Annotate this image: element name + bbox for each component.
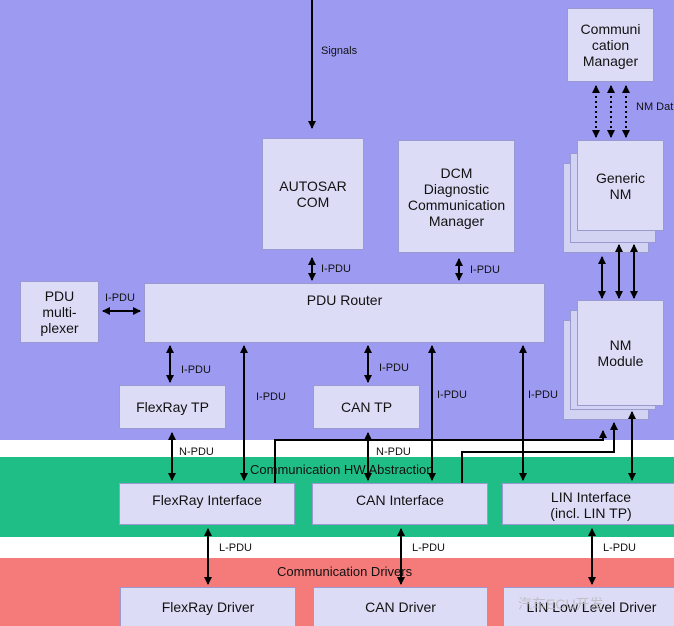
pdu-multiplexer-box: PDU multi- plexer — [20, 281, 99, 343]
nm-module-box: NM Module — [577, 300, 664, 406]
ipdu-flexray-if-label: I-PDU — [256, 391, 286, 403]
ipdu-mux-label: I-PDU — [105, 292, 135, 304]
communication-manager-box: Communi cation Manager — [567, 8, 654, 82]
ipdu-lin-if-label: I-PDU — [528, 389, 558, 401]
signals-label: Signals — [321, 45, 358, 57]
can-tp-box: CAN TP — [313, 385, 420, 429]
ipdu-flexray-tp-label: I-PDU — [181, 364, 211, 376]
lpdu-can-label: L-PDU — [412, 542, 446, 554]
lin-driver-box: LIN Low Level Driver — [503, 587, 674, 626]
ipdu-can-tp-label: I-PDU — [379, 362, 409, 374]
ipdu-dcm-label: I-PDU — [470, 264, 500, 276]
dcm-box: DCM Diagnostic Communication Manager — [398, 140, 515, 253]
generic-nm-box: Generic NM — [577, 140, 664, 231]
drivers-title: Communication Drivers — [277, 564, 413, 579]
autosar-com-box: AUTOSAR COM — [262, 138, 364, 250]
watermark: 汽车ECU开发 — [518, 596, 604, 612]
can-interface-box: CAN Interface — [312, 483, 488, 525]
nm-flexray-if-line — [274, 430, 607, 483]
pdu-router-box: PDU Router — [144, 283, 545, 343]
lpdu-lin-label: L-PDU — [603, 542, 637, 554]
ipdu-can-if-label: I-PDU — [437, 389, 467, 401]
lpdu-flexray-label: L-PDU — [219, 542, 253, 554]
flexray-interface-box: FlexRay Interface — [119, 483, 295, 525]
npdu-flexray-label: N-PDU — [179, 446, 214, 458]
lin-interface-box: LIN Interface (incl. LIN TP) — [502, 483, 674, 525]
nm-can-if-line — [461, 422, 618, 483]
ipdu-com-label: I-PDU — [321, 263, 351, 275]
can-driver-box: CAN Driver — [313, 587, 488, 626]
nm-data-label: NM Dat — [636, 101, 674, 113]
npdu-can-label: N-PDU — [376, 446, 411, 458]
flexray-driver-box: FlexRay Driver — [120, 587, 296, 626]
flexray-tp-box: FlexRay TP — [119, 385, 226, 429]
hw-abstraction-title: Communication HW Abstraction — [250, 462, 434, 477]
